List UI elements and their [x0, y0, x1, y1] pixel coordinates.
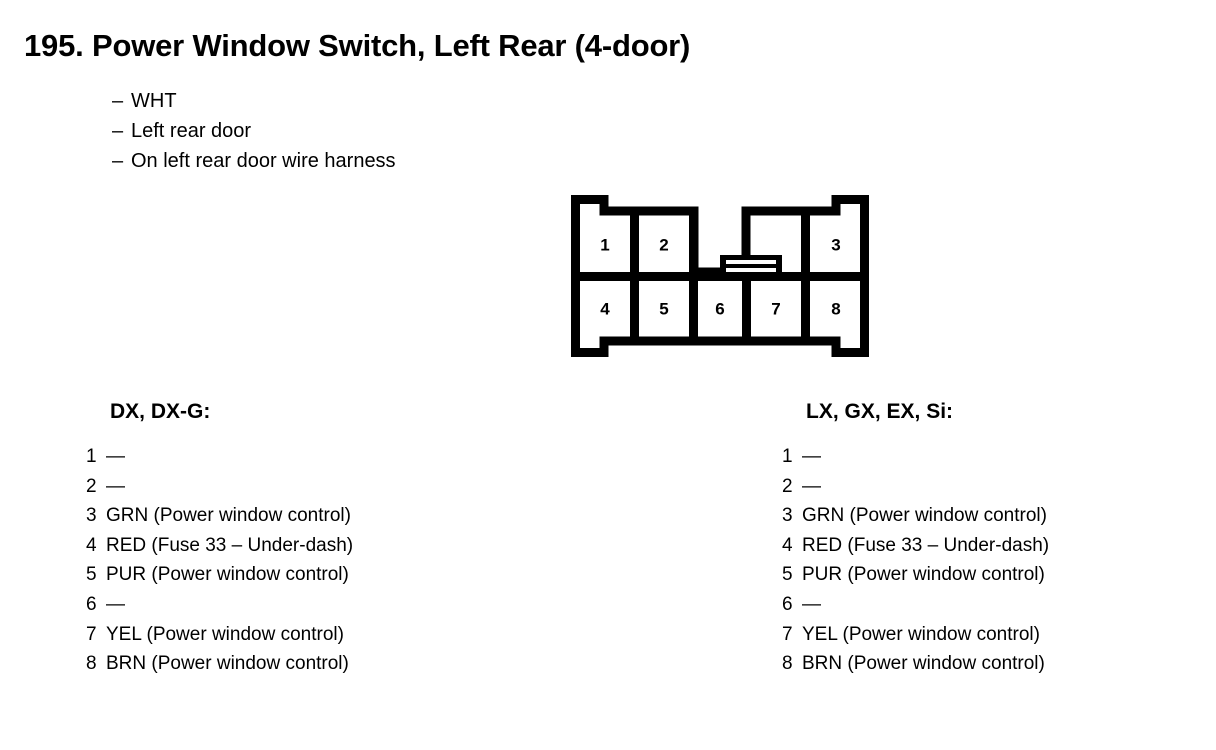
pin-table-lx: LX, GX, EX, Si: 1 — 2 — 3 GRN (Power win… — [782, 400, 1049, 679]
pin-index: 2 — [782, 475, 793, 497]
subtitle-text: On left rear door wire harness — [131, 150, 396, 172]
pin-row: 6 — — [86, 590, 353, 620]
subtitle-item: –Left rear door — [112, 116, 396, 146]
connector-pin-7: 7 — [771, 300, 780, 319]
pin-row: 1 — — [86, 442, 353, 472]
pin-description: BRN (Power window control) — [106, 653, 349, 675]
page-title-text: Power Window Switch, Left Rear (4-door) — [92, 28, 691, 63]
pin-description: — — [106, 446, 125, 467]
pin-description: YEL (Power window control) — [106, 623, 344, 645]
dash-icon: – — [112, 120, 124, 142]
subtitle-item: –On left rear door wire harness — [112, 146, 396, 176]
connector-pin-3: 3 — [831, 236, 840, 255]
latch-tab-icon — [720, 255, 782, 276]
connector-pin-1: 1 — [600, 236, 609, 255]
pin-description: PUR (Power window control) — [106, 564, 349, 586]
pin-index: 2 — [86, 475, 97, 497]
pin-index: 5 — [86, 564, 97, 586]
pin-row: 3 GRN (Power window control) — [782, 501, 1049, 531]
connector-diagram: 1 2 3 4 5 6 7 8 — [571, 195, 869, 357]
pin-row: 2 — — [782, 472, 1049, 502]
pin-description: — — [802, 593, 821, 615]
pin-row-list: 1 — 2 — 3 GRN (Power window control) 4 R… — [86, 442, 353, 679]
pin-index: 8 — [86, 653, 97, 675]
pin-row: 2 — — [86, 472, 353, 502]
subtitle-text: Left rear door — [131, 120, 252, 142]
pin-table-heading: LX, GX, EX, Si: — [806, 400, 954, 423]
page-title-number: 195. — [24, 28, 84, 63]
pin-row: 7 YEL (Power window control) — [782, 620, 1049, 650]
title-block: 195.Power Window Switch, Left Rear (4-do… — [24, 26, 1124, 172]
pin-index: 7 — [782, 623, 793, 645]
pin-index: 8 — [782, 653, 793, 675]
pin-row: 3 GRN (Power window control) — [86, 501, 353, 531]
pin-index: 4 — [86, 534, 97, 556]
pin-description: GRN (Power window control) — [106, 505, 351, 527]
pin-description: — — [802, 475, 821, 497]
pin-description: — — [106, 593, 125, 615]
pin-row-list: 1 — 2 — 3 GRN (Power window control) 4 R… — [782, 442, 1049, 679]
pin-row: 5 PUR (Power window control) — [86, 560, 353, 590]
pin-row: 1 — — [782, 442, 1049, 472]
pin-index: 3 — [86, 505, 97, 527]
pin-index: 1 — [782, 446, 793, 467]
pin-description: PUR (Power window control) — [802, 564, 1045, 586]
pin-row: 5 PUR (Power window control) — [782, 560, 1049, 590]
pin-description: RED (Fuse 33 – Under-dash) — [106, 534, 354, 556]
subtitle-list: –WHT –Left rear door –On left rear door … — [112, 86, 396, 176]
pin-index: 1 — [86, 446, 97, 467]
pin-index: 6 — [86, 593, 97, 615]
pin-index: 4 — [782, 534, 793, 556]
pin-description: BRN (Power window control) — [802, 653, 1045, 675]
connector-pin-4: 4 — [600, 300, 610, 319]
page-title: 195.Power Window Switch, Left Rear (4-do… — [24, 26, 1124, 66]
pin-row: 8 BRN (Power window control) — [782, 649, 1049, 679]
dash-icon: – — [112, 90, 124, 112]
pin-index: 7 — [86, 623, 97, 645]
pin-table-heading: DX, DX-G: — [110, 400, 211, 423]
connector-pin-6: 6 — [715, 300, 724, 319]
dash-icon: – — [112, 150, 124, 172]
pin-index: 3 — [782, 505, 793, 527]
pin-description: RED (Fuse 33 – Under-dash) — [802, 534, 1050, 556]
pin-row: 7 YEL (Power window control) — [86, 620, 353, 650]
pin-row: 8 BRN (Power window control) — [86, 649, 353, 679]
pin-description: YEL (Power window control) — [802, 623, 1040, 645]
pin-table-dx: DX, DX-G: 1 — 2 — 3 GRN (Power window co… — [86, 400, 353, 679]
pin-index: 5 — [782, 564, 793, 586]
connector-outline — [571, 195, 869, 357]
pin-row: 4 RED (Fuse 33 – Under-dash) — [86, 531, 353, 561]
pin-description: GRN (Power window control) — [802, 505, 1047, 527]
subtitle-text: WHT — [131, 90, 177, 112]
connector-pin-2: 2 — [659, 236, 668, 255]
pin-index: 6 — [782, 593, 793, 615]
pin-description: — — [106, 475, 125, 497]
connector-pin-8: 8 — [831, 300, 840, 319]
pin-row: 6 — — [782, 590, 1049, 620]
subtitle-item: –WHT — [112, 86, 396, 116]
pin-description: — — [802, 446, 821, 467]
connector-pin-5: 5 — [659, 300, 668, 319]
pin-row: 4 RED (Fuse 33 – Under-dash) — [782, 531, 1049, 561]
